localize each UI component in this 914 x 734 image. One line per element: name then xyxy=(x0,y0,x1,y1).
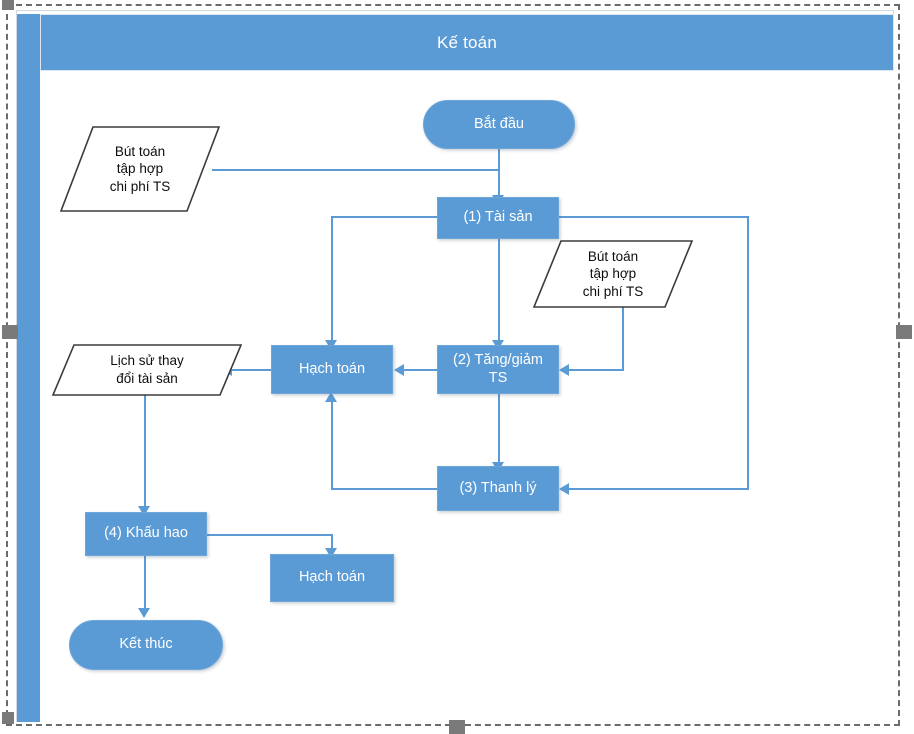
lane-title: Kế toán xyxy=(436,32,497,52)
data-shape-entry-cost-right[interactable]: Bút toán tập hợp chi phí TS xyxy=(532,240,694,308)
data-shape-entry-cost-right-label: Bút toán tập hợp chi phí TS xyxy=(582,248,644,299)
connector-entryright-v[interactable] xyxy=(622,307,624,371)
node-end[interactable]: Kết thúc xyxy=(69,620,223,670)
resize-handle-bottom-left[interactable] xyxy=(2,712,14,724)
arrowhead-depreciation-to-end xyxy=(138,608,150,618)
connector-increase-to-posting[interactable] xyxy=(404,369,437,371)
connector-entrytop-h[interactable] xyxy=(212,169,499,171)
connector-asset-to-increase[interactable] xyxy=(498,239,500,345)
node-start[interactable]: Bắt đầu xyxy=(423,100,575,149)
connector-asset-to-liquidation-h1[interactable] xyxy=(559,216,749,218)
node-start-label: Bắt đầu xyxy=(474,115,524,132)
node-posting-mid-label: Hạch toán xyxy=(298,360,366,377)
lane-header[interactable]: Kế toán xyxy=(40,14,894,71)
connector-depreciation-to-posting-h[interactable] xyxy=(206,534,333,536)
data-shape-entry-cost-top[interactable]: Bút toán tập hợp chi phí TS xyxy=(59,126,221,212)
connector-entryright-h[interactable] xyxy=(569,369,624,371)
node-liquidation-label: (3) Thanh lý xyxy=(459,479,537,496)
connector-asset-to-liquidation-h2[interactable] xyxy=(569,488,749,490)
resize-handle-bottom[interactable] xyxy=(449,720,465,734)
connector-asset-to-posting-h[interactable] xyxy=(331,216,438,218)
node-asset-label: (1) Tài sản xyxy=(463,209,533,226)
data-shape-asset-history-label: Lịch sử thay đổi tài sản xyxy=(110,353,184,386)
node-posting-bottom[interactable]: Hạch toán xyxy=(270,554,394,602)
node-end-label: Kết thúc xyxy=(119,636,173,653)
connector-depreciation-to-posting-v[interactable] xyxy=(331,534,333,552)
connector-asset-to-posting-v[interactable] xyxy=(331,216,333,344)
data-shape-asset-history[interactable]: Lịch sử thay đổi tài sản xyxy=(51,344,243,396)
parallelogram-outline-history xyxy=(51,344,243,396)
connector-depreciation-to-end[interactable] xyxy=(144,556,146,612)
arrowhead-history-to-depreciation xyxy=(138,506,150,516)
parallelogram-outline-right xyxy=(532,240,694,308)
node-liquidation[interactable]: (3) Thanh lý xyxy=(437,466,559,511)
node-asset[interactable]: (1) Tài sản xyxy=(437,197,559,239)
resize-handle-right[interactable] xyxy=(896,325,912,339)
connector-entrytop-v[interactable] xyxy=(498,169,500,197)
arrowhead-entryright-to-increase xyxy=(559,364,569,376)
pool-side-band xyxy=(17,14,40,722)
arrowhead-increase-to-posting xyxy=(394,364,404,376)
node-depreciation[interactable]: (4) Khấu hao xyxy=(85,512,207,556)
data-shape-entry-cost-top-label: Bút toán tập hợp chi phí TS xyxy=(109,143,171,194)
arrowhead-asset-to-liquidation xyxy=(559,483,569,495)
parallelogram-outline-top xyxy=(59,126,221,212)
connector-posting-to-history[interactable] xyxy=(232,369,272,371)
node-increase-decrease[interactable]: (2) Tăng/giảm TS xyxy=(437,345,559,394)
connector-asset-to-liquidation-v[interactable] xyxy=(747,216,749,490)
connector-history-to-depreciation[interactable] xyxy=(144,394,146,510)
connector-liquidation-to-posting-v[interactable] xyxy=(331,400,333,490)
node-increase-decrease-label: (2) Tăng/giảm TS xyxy=(453,351,543,386)
connector-liquidation-to-posting-h[interactable] xyxy=(331,488,438,490)
arrowhead-liquidation-to-posting xyxy=(325,392,337,402)
connector-increase-to-liquidation[interactable] xyxy=(498,394,500,466)
node-posting-bottom-label: Hạch toán xyxy=(298,569,366,586)
node-depreciation-label: (4) Khấu hao xyxy=(104,525,188,542)
resize-handle-top-left[interactable] xyxy=(2,0,14,10)
resize-handle-left[interactable] xyxy=(2,325,18,339)
node-posting-mid[interactable]: Hạch toán xyxy=(271,345,393,394)
arrowhead-depreciation-to-posting xyxy=(325,548,337,558)
